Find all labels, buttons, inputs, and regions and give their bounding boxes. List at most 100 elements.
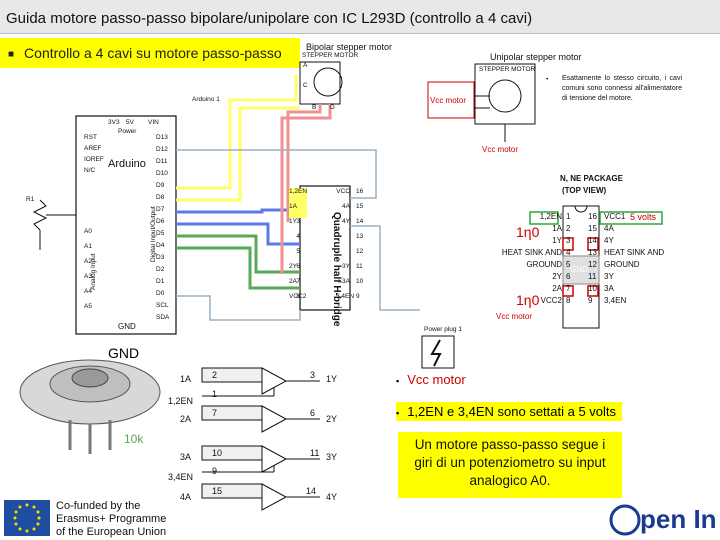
buf-pin-15: 15 (212, 486, 223, 496)
pkg-right-vcc1: VCC1 (604, 212, 626, 221)
chip-label-12en: 1,2EN (289, 188, 308, 203)
pin-d10: D10 (156, 170, 168, 177)
pin-d5: D5 (156, 230, 165, 237)
arduino-gnd: GND (118, 322, 136, 331)
pkg-left-vcc2: VCC2 (540, 296, 562, 305)
chip-right-pin-15: 15 (356, 203, 364, 210)
chip-left-labels: 1,2EN 1A 1Y 2Y 2A VCC2 (289, 188, 308, 308)
annot-1n0-bottom: 1η0 (516, 292, 540, 308)
eu-line-2: Erasmus+ Programme (56, 513, 167, 525)
unipolar-label: Unipolar stepper motor (490, 52, 582, 62)
pkg-pin-13: 13 (588, 248, 597, 257)
chip-label-vcc: VCC (336, 188, 350, 195)
pin-d11: D11 (156, 158, 168, 165)
pkg-right-heatsink: HEAT SINK AND (604, 248, 665, 257)
pin-d6: D6 (156, 218, 165, 225)
pin-5v: 5V (126, 119, 134, 126)
buf-pin-1: 1 (212, 389, 218, 399)
buf-pin-2: 2 (212, 370, 218, 380)
chip-label-2a: 2A (289, 278, 297, 285)
pkg-pin-2: 2 (566, 224, 571, 233)
bullet-2-text: 1,2EN e 3,4EN sono settati a 5 volts (407, 404, 617, 419)
arduino-right-pins: D13 D12 D11 D10 D9 D8 D7 D6 D5 D4 D3 D2 … (156, 134, 169, 326)
pin-d1: D1 (156, 278, 165, 285)
pkg-left-1a: 1A (552, 224, 562, 233)
pin-rst: RST (84, 134, 97, 141)
pkg-left-2a: 2A (552, 284, 562, 293)
pkg-pin-12: 12 (588, 260, 597, 269)
chip-right-pin-12: 12 (356, 248, 364, 255)
eu-line-3: of the European Union (56, 526, 167, 538)
highlight-pin6 (562, 285, 574, 297)
bullet-square-icon: ■ (8, 49, 15, 60)
annot-5volts: 5 volts (630, 212, 657, 222)
chip-label-3a: 3A (342, 278, 350, 285)
coil-pin-d: D (330, 104, 335, 111)
open-in-logo-icon (609, 504, 641, 536)
pkg-pin-5: 5 (566, 260, 571, 269)
buf-3a: 3A (180, 452, 192, 462)
pkg-pin-3: 3 (566, 236, 571, 245)
bipolar-motor-text: STEPPER MOTOR (302, 52, 359, 59)
package-heatsink-area (562, 255, 600, 285)
pin-a2: A2 (84, 258, 92, 265)
package-right-pins: 16 15 14 13 12 11 10 9 (588, 212, 597, 308)
arduino-instance-label: Arduino 1 (192, 96, 220, 103)
bullet-vcc-motor: ▪ Vcc motor (396, 372, 466, 387)
power-plug-label: Power plug 1 (424, 326, 462, 333)
pin-d13: D13 (156, 134, 168, 141)
potentiometer-image (19, 359, 161, 454)
buf-pin-11: 11 (310, 448, 320, 458)
buf-12en: 1,2EN (168, 396, 194, 406)
buf-1y: 1Y (326, 374, 338, 384)
chip-name: Quadruple half H-bridge (331, 212, 342, 327)
chip-left-pin-7: 7 (296, 278, 300, 285)
buf-2a: 2A (180, 414, 192, 424)
buf-pin-14: 14 (306, 486, 317, 496)
bullet-2-prefix: ▪ (396, 408, 400, 418)
chip-label-3y: 3Y (342, 263, 350, 270)
power-plug-box (421, 335, 455, 369)
eu-line-1: Co-funded by the (56, 500, 141, 512)
note-text: Esattamente lo stesso circuito, i cavi c… (562, 75, 682, 102)
vcc-motor-inset (427, 81, 475, 119)
pin-d7: D7 (156, 206, 165, 213)
pin-3v3: 3V3 (108, 119, 120, 126)
open-in-logo-text: pen In (640, 504, 717, 534)
pkg-left-heatsink: HEAT SINK AND (501, 248, 562, 257)
page-title: Guida motore passo-passo bipolare/unipol… (0, 0, 720, 34)
analog-word: Analog Input (90, 253, 97, 290)
bullet-1-text: Vcc motor (407, 372, 466, 387)
pkg-pin-15: 15 (588, 224, 597, 233)
chip-right-pin-10: 10 (356, 278, 364, 285)
power-word: Power (118, 128, 137, 135)
pin-vin: VIN (148, 119, 159, 126)
buf-pin-7: 7 (212, 408, 218, 418)
pkg-pin-1: 1 (566, 212, 571, 221)
annot-1n0-top: 1η0 (516, 224, 540, 240)
coil-pin-a: A (303, 62, 308, 69)
chip-label-4 (289, 233, 307, 248)
pin-d2: D2 (156, 266, 165, 273)
pkg-right-4y: 4Y (604, 236, 614, 245)
pin-a1: A1 (84, 243, 92, 250)
pin-a5: A5 (84, 303, 92, 310)
bullet-1-prefix: ▪ (396, 376, 400, 386)
pot-value-label: 10k (124, 432, 144, 446)
pin-nc: N/C (84, 167, 96, 174)
pkg-left-1y: 1Y (552, 236, 562, 245)
pkg-pin-10: 10 (588, 284, 597, 293)
chip-label-vcc2: VCC2 (289, 293, 307, 300)
chip-left-pin-3: 3 (296, 218, 300, 225)
bullet-enable: ▪ 1,2EN e 3,4EN sono settati a 5 volts (396, 402, 623, 421)
chip-left-pin-5: 5 (296, 248, 300, 255)
chip-right-labels: VCC 4A 4Y 3Y 3A 3,4EN (336, 188, 354, 308)
pkg-pin-7: 7 (566, 284, 571, 293)
lightning-icon (430, 339, 442, 367)
wire-yellow-1 (176, 74, 298, 190)
vcc-motor-bottom-label: Vcc motor (482, 145, 519, 154)
pin-d8: D8 (156, 194, 165, 201)
unipolar-motor-text: STEPPER MOTOR (479, 66, 536, 73)
pin-a4: A4 (84, 288, 92, 295)
